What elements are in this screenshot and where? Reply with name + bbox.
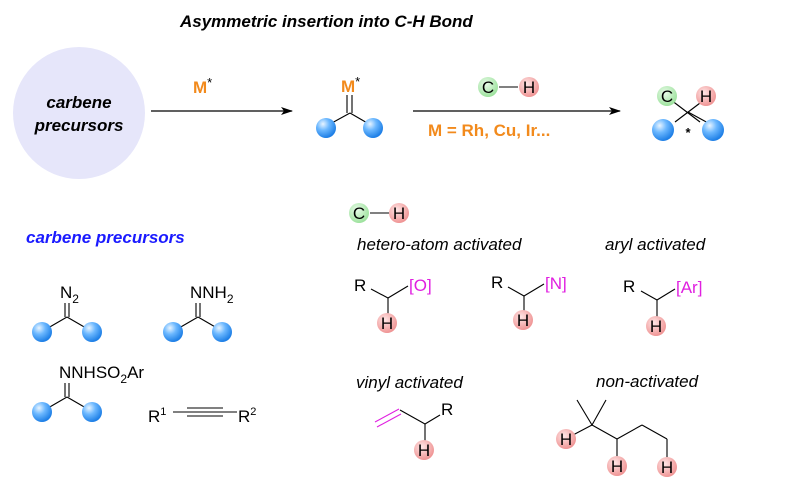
svg-text:H: H <box>700 87 712 106</box>
precursor-diazo: N2 <box>32 283 102 342</box>
vinyl-example: R H <box>374 400 453 460</box>
svg-text:R: R <box>491 273 503 292</box>
svg-text:R: R <box>441 400 453 419</box>
scheme-title: Asymmetric insertion into C-H Bond <box>179 12 473 31</box>
stereocenter-mark: * <box>685 125 691 140</box>
circle-line2: precursors <box>34 116 124 135</box>
svg-text:H: H <box>560 430 572 449</box>
ch-reagent: C H <box>478 77 539 97</box>
vinyl-heading: vinyl activated <box>356 373 463 392</box>
svg-text:C: C <box>482 78 494 97</box>
carbene-metal-label: M* <box>341 74 360 96</box>
circle-line1: carbene <box>46 93 111 112</box>
svg-text:[N]: [N] <box>545 274 567 293</box>
aryl-heading: aryl activated <box>605 235 706 254</box>
svg-text:R: R <box>354 276 366 295</box>
svg-text:NNH2: NNH2 <box>190 283 234 306</box>
svg-text:N2: N2 <box>60 283 79 306</box>
metal-carbene: M* <box>316 74 383 138</box>
svg-text:R: R <box>623 277 635 296</box>
ch-bond-legend: C H <box>349 203 409 223</box>
hetero-heading: hetero-atom activated <box>357 235 522 254</box>
hetero-example-o: R [O] H <box>354 276 432 333</box>
svg-text:C: C <box>353 204 365 223</box>
svg-text:[O]: [O] <box>409 276 432 295</box>
svg-text:H: H <box>523 78 535 97</box>
hetero-example-n: R [N] H <box>491 273 567 330</box>
svg-text:H: H <box>393 204 405 223</box>
substituent-sphere <box>363 118 383 138</box>
precursor-hydrazone: NNH2 <box>163 283 234 342</box>
svg-text:H: H <box>381 314 393 333</box>
precursors-heading: carbene precursors <box>26 228 185 247</box>
svg-text:[Ar]: [Ar] <box>676 278 702 297</box>
precursor-sulfonylhydrazone: NNHSO2Ar <box>32 363 144 422</box>
carbene-precursors-circle: carbene precursors <box>13 47 145 179</box>
svg-text:H: H <box>650 317 662 336</box>
svg-text:C: C <box>661 87 673 106</box>
non-activated-heading: non-activated <box>596 372 699 391</box>
insertion-product: C H * <box>652 86 724 141</box>
substituent-sphere <box>316 118 336 138</box>
svg-text:R1: R1 <box>148 406 166 426</box>
non-activated-example: H H H <box>556 399 677 477</box>
svg-text:H: H <box>611 457 623 476</box>
precursor-alkyne: R1 R2 <box>148 406 256 426</box>
svg-text:H: H <box>418 441 430 460</box>
svg-text:H: H <box>517 311 529 330</box>
catalyst-label: M = Rh, Cu, Ir... <box>428 121 550 140</box>
svg-text:R2: R2 <box>238 406 256 426</box>
aryl-example: R [Ar] H <box>623 277 702 336</box>
svg-text:NNHSO2Ar: NNHSO2Ar <box>59 363 144 386</box>
arrow1-metal: M* <box>193 75 212 97</box>
svg-text:H: H <box>661 458 673 477</box>
